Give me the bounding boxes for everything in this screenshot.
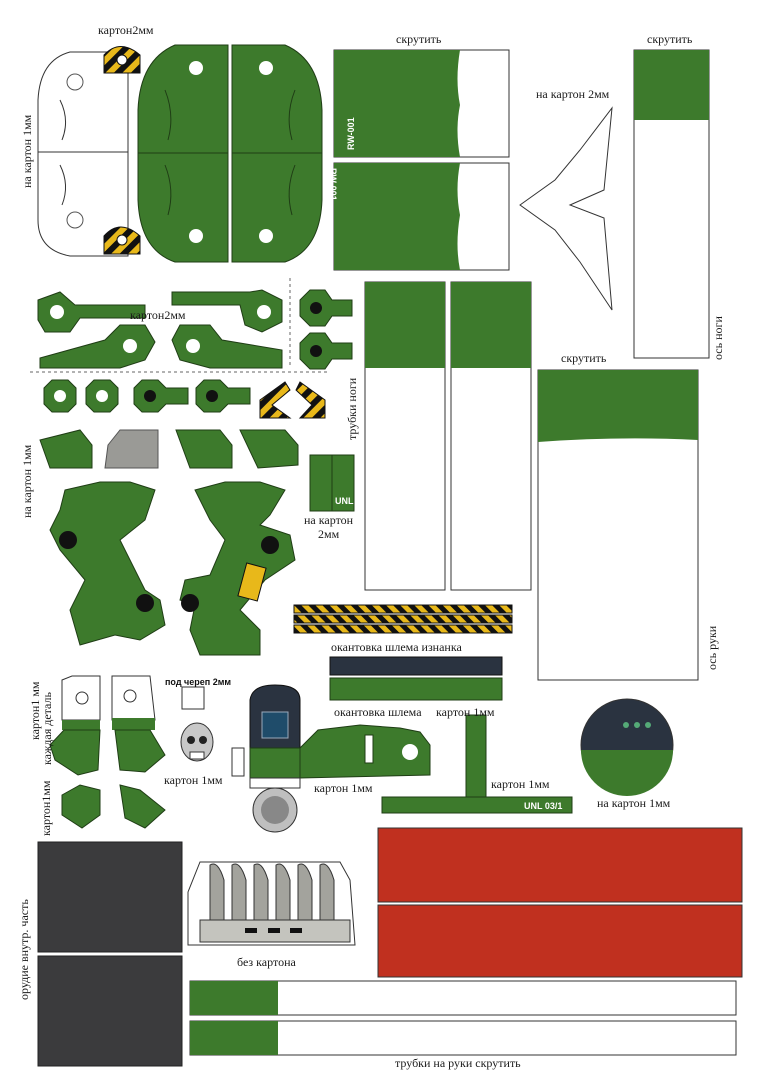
bracket-left-2 bbox=[39, 324, 156, 369]
label-pod-cherep: под череп 2мм bbox=[165, 677, 232, 687]
label-os-nogi: ось ноги bbox=[711, 316, 725, 360]
label-orudie: орудие внутр. часть bbox=[17, 899, 31, 1000]
helmet-assembly bbox=[231, 684, 431, 833]
label-karton2mm-mid: картон2мм bbox=[130, 308, 186, 322]
hazard-tab-top bbox=[103, 46, 141, 74]
leg-part-left bbox=[49, 481, 166, 646]
label-na-karton-1mm-mid: на картон 1мм bbox=[20, 444, 34, 518]
label-na-karton-2mm-small-1: на картон bbox=[304, 513, 354, 527]
bracket-right-1 bbox=[171, 289, 283, 333]
round-tab-2 bbox=[299, 332, 353, 370]
hazard-chevrons bbox=[259, 381, 326, 419]
hazard-strips bbox=[293, 604, 513, 634]
bracket-left-1 bbox=[37, 291, 146, 333]
skull-icon bbox=[180, 686, 214, 762]
part-code-rw-2: RW-001 bbox=[328, 168, 338, 201]
wedge-parts bbox=[39, 429, 299, 469]
green-shell-left bbox=[137, 44, 229, 263]
helmet-disc bbox=[580, 698, 674, 796]
label-skrutit-1: скрутить bbox=[396, 32, 442, 46]
leg-part-right bbox=[179, 481, 296, 656]
red-panel-top bbox=[377, 827, 743, 903]
red-panel-bottom bbox=[377, 904, 743, 978]
finger-parts bbox=[49, 675, 166, 829]
leg-tube-1 bbox=[364, 281, 446, 591]
label-karton2mm-top: картон2мм bbox=[98, 23, 154, 37]
arm-tube-1 bbox=[189, 980, 737, 1016]
label-karton-1mm-each-2: каждая деталь bbox=[40, 692, 54, 765]
weapon-inner-dark-2 bbox=[37, 955, 183, 1067]
label-okantovka-shlema: окантовка шлема bbox=[334, 705, 422, 719]
part-code-unl: UNL bbox=[335, 496, 354, 506]
round-tab-1 bbox=[299, 289, 353, 327]
label-karton-1mm-a: картон 1мм bbox=[436, 705, 495, 719]
part-code-unl-03: UNL 03/1 bbox=[524, 801, 563, 811]
label-okantovka-shlema-iznanka: окантовка шлема изнанка bbox=[331, 640, 462, 654]
label-karton-1mm-skull: картон 1мм bbox=[164, 773, 223, 787]
label-na-karton-2mm-tail: на картон 2мм bbox=[536, 87, 610, 101]
bracket-right-2 bbox=[171, 324, 283, 369]
arm-tube-2 bbox=[189, 1020, 737, 1056]
unl-panel bbox=[309, 454, 355, 512]
white-panel-part bbox=[37, 51, 129, 257]
helmet-edging bbox=[329, 677, 503, 701]
label-na-karton-1mm-top: на картон 1мм bbox=[20, 114, 34, 188]
label-karton-1mm-mid: картон 1мм bbox=[314, 781, 373, 795]
t-support-part bbox=[381, 714, 573, 814]
octagon-washers bbox=[43, 379, 251, 413]
leg-axis-panel bbox=[633, 49, 710, 359]
leg-tube-2 bbox=[450, 281, 532, 591]
hazard-tab-bottom bbox=[103, 226, 141, 255]
label-karton1mm-left-bottom: картон1мм bbox=[39, 780, 53, 836]
label-na-karton-1mm-circle: на картон 1мм bbox=[597, 796, 671, 810]
weapon-inner-dark-1 bbox=[37, 841, 183, 953]
label-na-karton-2mm-small-2: 2мм bbox=[318, 527, 340, 541]
part-code-rw-1: RW-001 bbox=[346, 117, 356, 150]
label-os-ruki: ось руки bbox=[705, 625, 719, 670]
label-skrutit-2: скрутить bbox=[647, 32, 693, 46]
helmet-edging-inner bbox=[329, 656, 503, 676]
green-shell-right bbox=[231, 44, 323, 263]
label-skrutit-3: скрутить bbox=[561, 351, 607, 365]
label-karton-1mm-right: картон 1мм bbox=[491, 777, 550, 791]
tail-fin-part bbox=[519, 106, 613, 311]
arm-axis-panel bbox=[537, 369, 699, 681]
label-bez-kartona: без картона bbox=[237, 955, 296, 969]
label-trubki-nogi: трубки ноги bbox=[345, 377, 359, 440]
weapon-teeth-part bbox=[187, 861, 356, 946]
roll-panel-rw-top bbox=[333, 49, 510, 158]
label-trubki-na-ruki: трубки на руки скрутить bbox=[395, 1056, 521, 1070]
roll-panel-rw-bottom bbox=[333, 162, 510, 271]
